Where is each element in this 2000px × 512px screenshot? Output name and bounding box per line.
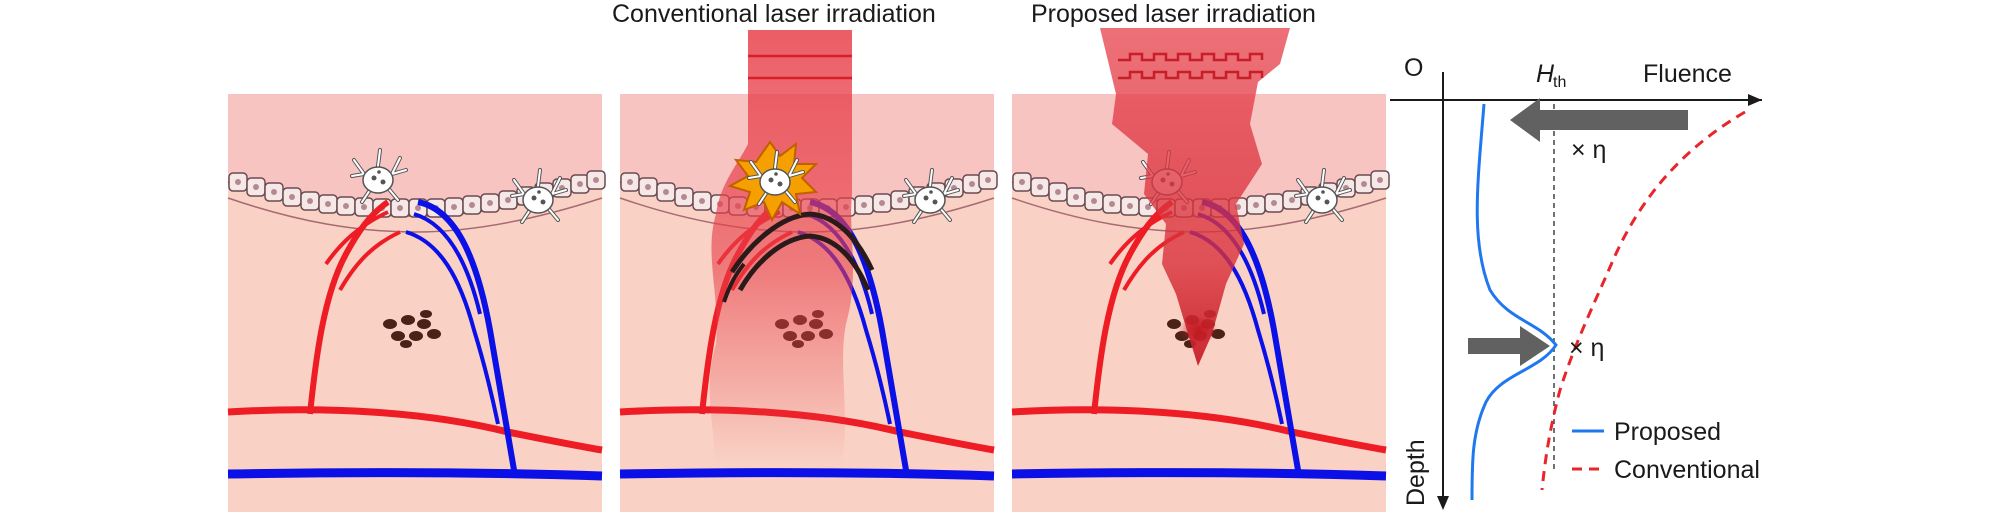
plot-legend: Proposed Conventional	[1572, 418, 1760, 484]
legend-proposed-label: Proposed	[1614, 418, 1721, 446]
scale-label-mid: × η	[1569, 334, 1604, 362]
threshold-label-subscript: th	[1553, 74, 1566, 91]
legend-conventional-label: Conventional	[1614, 456, 1760, 484]
beam-wavefront-lines	[748, 54, 852, 80]
panel-untreated-skin	[228, 93, 605, 512]
conventional-panel-title: Conventional laser irradiation	[612, 0, 936, 28]
conventional-curve	[1540, 110, 1746, 491]
x-axis-arrowhead	[1748, 94, 1762, 106]
scale-arrow-mid-icon	[1468, 326, 1550, 366]
scale-label-top: × η	[1571, 136, 1606, 164]
scale-arrow-top-icon	[1510, 98, 1688, 142]
y-axis-label: Depth	[1402, 439, 1430, 506]
beam-wavefront-lines	[1118, 52, 1264, 80]
y-axis-arrowhead	[1437, 496, 1449, 510]
origin-label: O	[1404, 54, 1423, 82]
threshold-label: H	[1536, 60, 1555, 88]
panel-proposed	[1012, 28, 1389, 512]
proposed-laser-beam	[1100, 28, 1290, 366]
proposed-curve	[1470, 103, 1558, 501]
proposed-panel-title: Proposed laser irradiation	[1031, 0, 1316, 28]
fluence-depth-plot: O Fluence Depth H th × η × η Proposed Co…	[1390, 54, 1762, 510]
panel-conventional	[620, 30, 997, 512]
focal-spot	[1178, 316, 1218, 344]
x-axis-label: Fluence	[1643, 60, 1732, 88]
